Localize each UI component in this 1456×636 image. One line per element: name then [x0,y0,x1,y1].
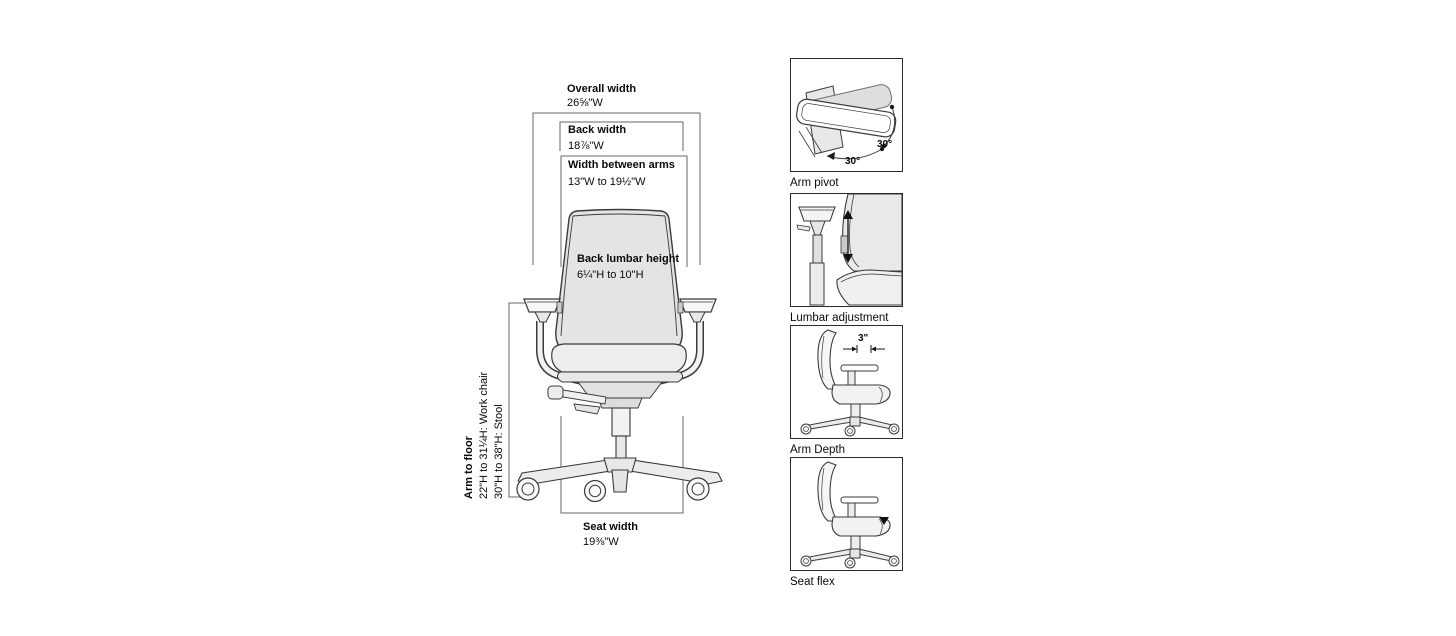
back-lumbar-height-value: 6¼"H to 10"H [577,269,644,281]
up-down-arrows [843,210,853,263]
seat-width-bracket [560,416,684,514]
dimension-labels: Overall width 26⅝"W Back width 18⅞"W Wid… [463,83,679,548]
arm-depth-box: 3" [790,325,903,439]
pivot-arc-upper [883,106,896,147]
arrowhead [871,346,876,352]
lumbar-adjustment-drawing [796,194,902,306]
arm-to-floor-work-chair-value: 22"H to 31¼H: Work chair [478,371,490,499]
base [516,407,723,503]
arm-depth-caption: Arm Depth [790,444,845,456]
armrest-left [523,298,563,323]
arrowhead [852,346,857,352]
arm-depth-drawing: 3" [800,329,900,437]
seat-flex-drawing [800,461,900,569]
panel-seat-flex: Seat flex [790,457,903,588]
arm-pivot-drawing: 30° 30° [795,84,897,167]
chair-front-drawing [516,208,723,503]
lumbar-adjustment-caption: Lumbar adjustment [790,312,889,324]
arrowhead [827,152,835,160]
back-width-value: 18⅞"W [568,140,604,152]
up-arrow-icon [843,210,853,219]
seat-side [836,269,902,306]
backrest [555,208,683,355]
seat-width-value: 19⅜"W [583,536,619,548]
arm-pad-side [798,206,836,222]
panel-arm-depth: 3" Arm Depth [790,325,903,456]
panel-lumbar-adjustment: Lumbar adjustment [790,193,903,324]
down-arrow-icon [843,254,853,263]
width-between-arms-label: Width between arms [568,159,675,171]
panel-arm-pivot: 30° 30° Arm pivot [790,58,903,189]
seat-flex-box [790,457,903,571]
arm-to-floor-label: Arm to floor [463,435,475,499]
casters [516,477,710,503]
armrest-right [677,298,717,323]
pivot-angle-lower: 30° [845,156,860,167]
arm-to-floor-stool-value: 30"H to 38"H: Stool [493,404,505,499]
arm-depth-dimension [843,345,885,353]
arm-pivot-box: 30° 30° [790,58,903,172]
arm-depth-value: 3" [858,333,869,344]
lumbar-slider [840,235,849,254]
width-between-arms-bracket [560,155,688,267]
seat [551,343,687,373]
arm-stem [812,234,823,264]
overall-width-value: 26⅝"W [567,97,603,109]
overall-width-bracket [532,112,701,265]
seat-mechanism [547,371,684,415]
seat-width-label: Seat width [583,521,638,533]
overall-width-label: Overall width [567,83,636,95]
arm-to-floor-bracket [508,302,531,498]
arm-pad [795,98,897,138]
width-between-arms-value: 13"W to 19½"W [568,176,646,188]
back-lumbar-height-label: Back lumbar height [577,253,679,265]
back-width-label: Back width [568,124,626,136]
back-width-bracket [559,121,684,151]
lumbar-adjustment-box [790,193,903,307]
pivot-angle-upper: 30° [877,139,892,150]
chair-front-diagram: Overall width 26⅝"W Back width 18⅞"W Wid… [463,83,723,548]
seat-flex-arrow-icon [879,517,889,525]
armrest-tubes [536,321,704,386]
arm-pivot-caption: Arm pivot [790,177,839,189]
seat-flex-caption: Seat flex [790,576,835,588]
